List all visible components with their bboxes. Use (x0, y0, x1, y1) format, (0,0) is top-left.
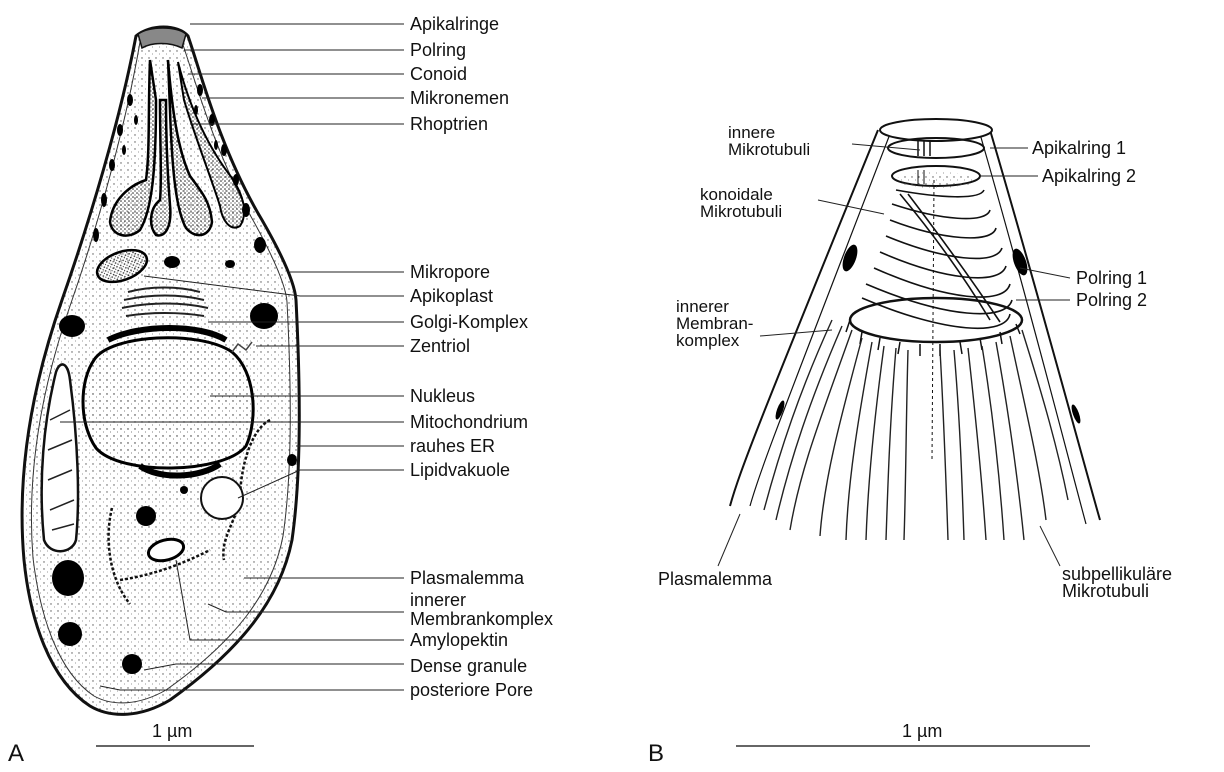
label-innerer-membrankomplex: innerer Membran- komplex (676, 298, 753, 349)
label-conoid: Conoid (410, 65, 467, 83)
label-posteriore-pore: posteriore Pore (410, 681, 533, 699)
label-mikronemen: Mikronemen (410, 89, 509, 107)
label-zentriol: Zentriol (410, 337, 470, 355)
scale-label-a: 1 µm (152, 722, 192, 740)
label-apikalringe: Apikalringe (410, 15, 499, 33)
label-golgi: Golgi-Komplex (410, 313, 528, 331)
label-subpellikulaere-mikrotubuli: subpellikuläre Mikrotubuli (1062, 566, 1172, 600)
apical-complex-b (730, 119, 1100, 568)
label-polring-2: Polring 2 (1076, 291, 1147, 309)
label-apikalring-1: Apikalring 1 (1032, 139, 1126, 157)
granule-a (225, 260, 235, 268)
panel-letter-a: A (8, 742, 24, 766)
label-lipidvakuole: Lipidvakuole (410, 461, 510, 479)
label-plasmalemma-b: Plasmalemma (658, 570, 772, 588)
label-polring-1: Polring 1 (1076, 269, 1147, 287)
label-rauhes-er: rauhes ER (410, 437, 495, 455)
label-mikropore: Mikropore (410, 263, 490, 281)
label-membrankomplex: Membrankomplex (410, 610, 553, 628)
panel-letter-b: B (648, 742, 664, 766)
label-mitochondrium: Mitochondrium (410, 413, 528, 431)
label-nukleus: Nukleus (410, 387, 475, 405)
label-innere-mikrotubuli: innere Mikrotubuli (728, 124, 810, 158)
label-konoidale-mikrotubuli: konoidale Mikrotubuli (700, 186, 782, 220)
label-apikoplast: Apikoplast (410, 287, 493, 305)
label-dense-granule: Dense granule (410, 657, 527, 675)
label-polring: Polring (410, 41, 466, 59)
label-innerer: innerer (410, 591, 466, 609)
scale-label-b: 1 µm (902, 722, 942, 740)
label-rhoptrien: Rhoptrien (410, 115, 488, 133)
lipidvakuole-a (201, 477, 243, 519)
label-amylopektin: Amylopektin (410, 631, 508, 649)
mitochondrion-fragment-a (164, 256, 180, 268)
nukleus-a (83, 328, 253, 476)
label-apikalring-2: Apikalring 2 (1042, 167, 1136, 185)
label-plasmalemma-a: Plasmalemma (410, 569, 524, 587)
